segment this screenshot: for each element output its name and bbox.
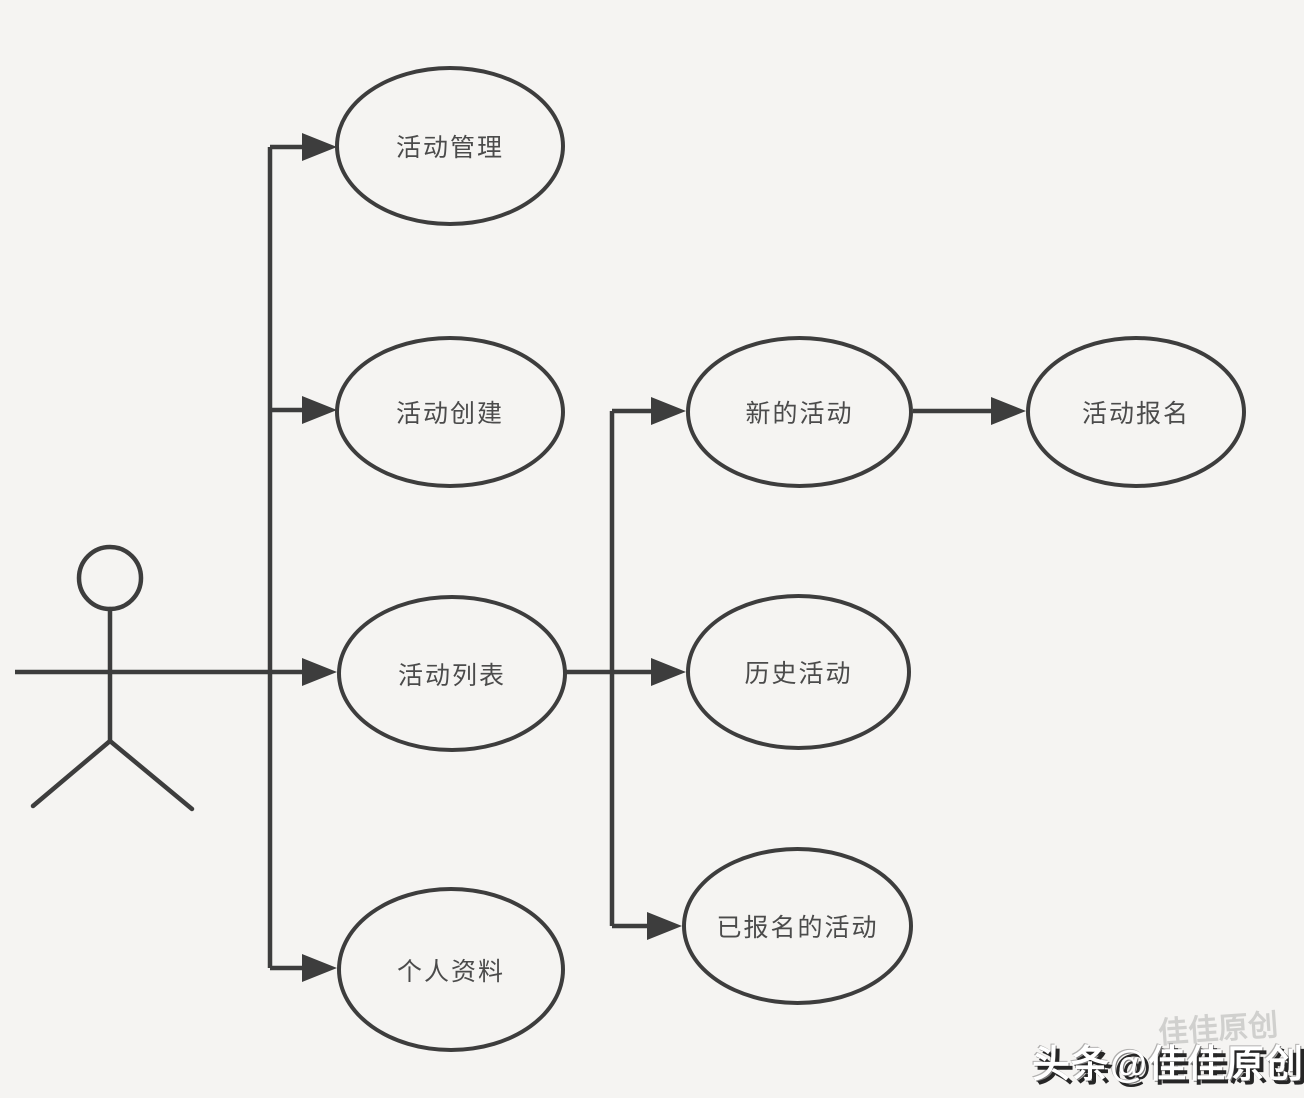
arrowhead-activity-creation [302,396,337,424]
usecase-label: 新的活动 [745,400,854,428]
usecase-activity-list: 活动列表 [337,595,567,752]
usecase-personal-profile: 个人资料 [337,887,565,1052]
arrowhead-activity-management [302,133,337,161]
arrowheads [302,133,1026,982]
usecase-history-activity: 历史活动 [686,594,911,750]
arrowhead-history-activity [651,658,686,686]
actor-left-leg-line [30,738,113,809]
usecase-new-activity: 新的活动 [686,336,913,488]
usecase-activity-management: 活动管理 [335,66,565,226]
usecase-label: 个人资料 [396,957,505,986]
usecase-label: 活动列表 [397,661,506,690]
connector-lines [15,144,994,971]
actor-figure [30,544,195,812]
usecase-registered-activity: 已报名的活动 [682,847,913,1005]
usecase-label: 活动创建 [395,400,504,428]
arrowhead-registered-activity [647,912,682,940]
usecase-label: 历史活动 [744,660,853,688]
usecase-activity-creation: 活动创建 [335,336,565,488]
usecase-label: 已报名的活动 [716,914,879,942]
watermark-text: 头条@佳佳原创 [1032,1044,1304,1086]
arrowhead-personal-profile [302,954,337,982]
actor-head-icon [76,544,144,612]
arrowhead-activity-signup [991,397,1026,425]
usecase-activity-signup: 活动报名 [1026,336,1246,488]
usecase-label: 活动管理 [395,134,504,162]
arrowhead-new-activity [651,397,686,425]
arrowhead-activity-list [302,658,337,686]
usecase-label: 活动报名 [1081,400,1190,428]
actor-right-leg-line [107,738,195,812]
